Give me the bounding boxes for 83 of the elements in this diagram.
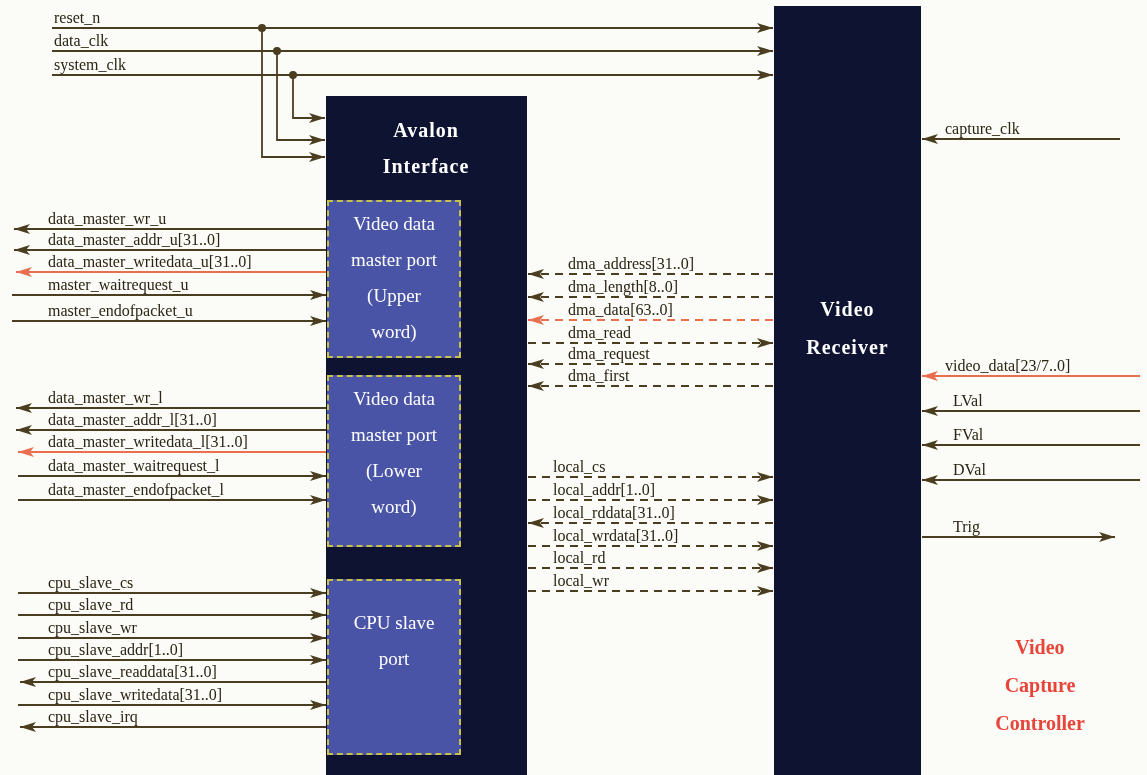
signal-label: dma_address[31..0] <box>568 255 695 273</box>
arrow <box>527 338 774 348</box>
signal-label: cpu_slave_rd <box>48 596 134 614</box>
signal-label: DVal <box>953 461 986 479</box>
signal-label: master_endofpacket_u <box>48 302 193 320</box>
arrow <box>527 541 774 551</box>
signal-label: local_rddata[31..0] <box>553 504 675 522</box>
arrow <box>11 290 327 300</box>
signal-label: data_master_writedata_u[31..0] <box>48 253 252 271</box>
arrow <box>527 472 774 482</box>
arrow <box>527 518 774 528</box>
arrow <box>921 134 1121 144</box>
arrow <box>17 447 327 457</box>
arrow <box>15 403 327 413</box>
signal-label: FVal <box>953 426 984 444</box>
signal-label: dma_first <box>568 367 630 385</box>
signal-label: Trig <box>953 518 980 536</box>
signal-label: dma_data[63..0] <box>568 301 673 319</box>
arrow <box>11 316 327 326</box>
arrow <box>17 471 327 481</box>
arrow <box>17 700 327 710</box>
signal-label: cpu_slave_irq <box>48 708 138 726</box>
signal-label: dma_length[8..0] <box>568 278 679 296</box>
arrow <box>13 224 327 234</box>
signal-label: reset_n <box>54 9 101 27</box>
signal-label: local_cs <box>553 458 606 476</box>
arrow <box>921 532 1116 542</box>
signal-label: local_wrdata[31..0] <box>553 527 679 545</box>
arrow <box>527 586 774 596</box>
signal-label: system_clk <box>54 56 126 74</box>
port-box: CPU slave port <box>327 579 461 755</box>
signal-label: local_wr <box>553 572 609 590</box>
arrow <box>921 475 1141 485</box>
signal-label: data_clk <box>54 32 109 50</box>
arrow <box>921 406 1141 416</box>
arrow <box>15 267 327 277</box>
arrow <box>17 633 327 643</box>
signal-label: data_master_wr_u <box>48 210 167 228</box>
arrow <box>17 495 327 505</box>
port-box: Video data master port (Lower word) <box>327 375 461 547</box>
arrow <box>19 677 327 687</box>
signal-label: cpu_slave_wr <box>48 619 137 637</box>
signal-label: data_master_addr_l[31..0] <box>48 411 217 429</box>
arrow <box>527 269 774 279</box>
arrow <box>13 245 327 255</box>
arrow <box>527 381 774 391</box>
signal-label: cpu_slave_writedata[31..0] <box>48 686 223 704</box>
signal-label: data_master_endofpacket_l <box>48 481 224 499</box>
arrow <box>51 46 774 56</box>
interface-block <box>326 96 527 775</box>
diagram-title: Video Capture Controller <box>994 635 1086 736</box>
port-box: Video data master port (Upper word) <box>327 200 461 358</box>
arrow <box>15 425 327 435</box>
signal-label: data_master_writedata_l[31..0] <box>48 433 248 451</box>
block-title: Avalon Interface <box>381 118 471 179</box>
arrow <box>51 70 774 80</box>
signal-label: dma_read <box>568 324 632 342</box>
signal-label: local_rd <box>553 549 606 567</box>
arrow <box>527 359 774 369</box>
signal-label: capture_clk <box>945 120 1020 138</box>
arrow <box>51 23 774 33</box>
arrow <box>921 371 1141 381</box>
signal-label: dma_request <box>568 345 650 363</box>
signal-label: data_master_addr_u[31..0] <box>48 231 221 249</box>
signal-label: master_waitrequest_u <box>48 276 189 294</box>
arrow <box>527 495 774 505</box>
signal-label: LVal <box>953 392 983 410</box>
arrow <box>17 610 327 620</box>
arrow <box>19 722 327 732</box>
arrow <box>921 440 1141 450</box>
signal-label: data_master_wr_l <box>48 389 163 407</box>
receiver-block: Video Receiver <box>774 6 921 775</box>
signal-label: cpu_slave_readdata[31..0] <box>48 663 217 681</box>
arrow <box>527 315 774 325</box>
signal-label: cpu_slave_addr[1..0] <box>48 641 184 659</box>
arrow <box>17 588 327 598</box>
signal-label: local_addr[1..0] <box>553 481 656 499</box>
signal-label: cpu_slave_cs <box>48 574 134 592</box>
signal-label: video_data[23/7..0] <box>945 357 1071 375</box>
arrow <box>527 292 774 302</box>
arrow <box>527 563 774 573</box>
arrow <box>17 655 327 665</box>
signal-label: data_master_waitrequest_l <box>48 457 220 475</box>
